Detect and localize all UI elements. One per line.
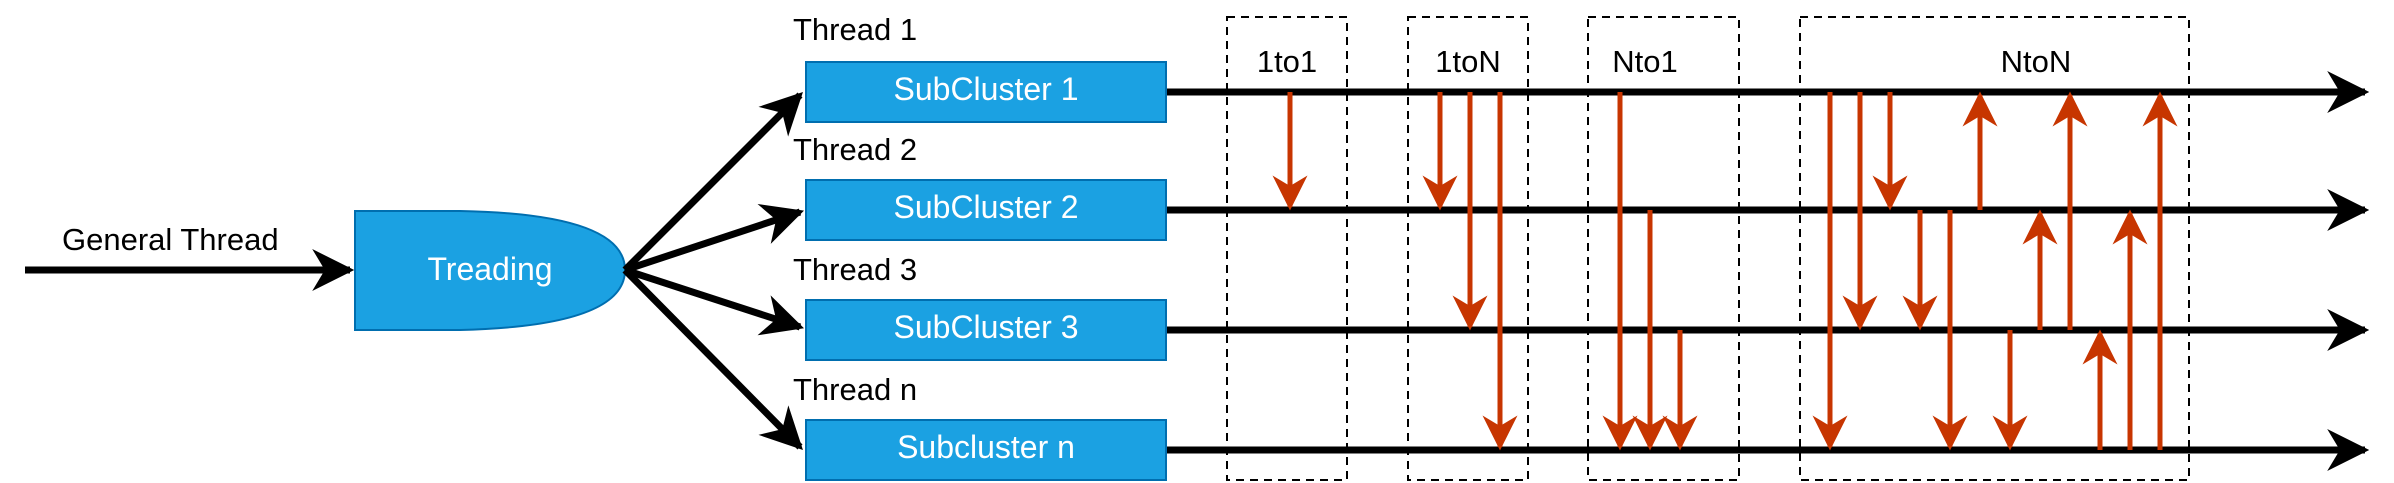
treading-label: Treading <box>427 251 552 287</box>
general-thread-label: General Thread <box>62 222 279 257</box>
pattern-label-Nto1: Nto1 <box>1612 44 1677 79</box>
pattern-label-1to1: 1to1 <box>1257 44 1317 79</box>
subcluster-label-3: SubCluster 3 <box>894 309 1079 345</box>
subcluster-label-1: SubCluster 1 <box>894 71 1079 107</box>
subcluster-label-n: Subcluster n <box>897 429 1075 465</box>
fanout-arrow-n <box>622 267 803 450</box>
subcluster-box-3 <box>805 299 1167 361</box>
pattern-box-1to1 <box>1226 16 1348 481</box>
pattern-label-1toN: 1toN <box>1435 44 1500 79</box>
subcluster-label-2: SubCluster 2 <box>894 189 1079 225</box>
thread-label-3: Thread 3 <box>793 252 917 287</box>
thread-label-2: Thread 2 <box>793 132 917 167</box>
subcluster-box-2 <box>805 179 1167 241</box>
thread-label-1: Thread 1 <box>793 12 917 47</box>
pattern-box-NtoN <box>1799 16 2190 481</box>
fanout-arrow-3 <box>623 266 804 336</box>
pattern-box-1toN <box>1407 16 1529 481</box>
pattern-label-NtoN: NtoN <box>2001 44 2072 79</box>
fanout-arrow-1 <box>622 92 803 273</box>
thread-label-n: Thread n <box>793 372 917 407</box>
subcluster-box-n <box>805 419 1167 481</box>
fanout-arrow-2 <box>623 203 804 274</box>
subcluster-box-1 <box>805 61 1167 123</box>
pattern-box-Nto1 <box>1587 16 1740 481</box>
